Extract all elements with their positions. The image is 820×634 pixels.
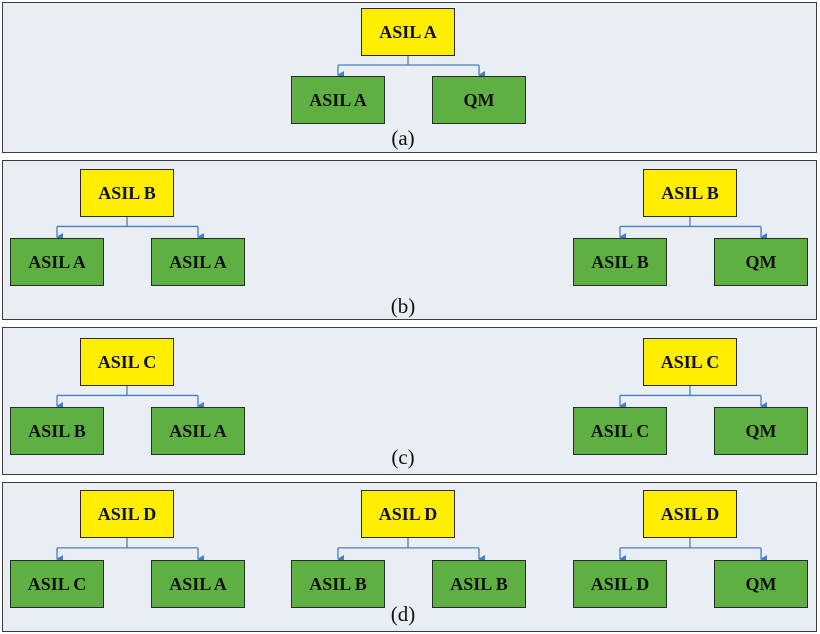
parent-box: ASIL B xyxy=(643,169,737,217)
child-box: ASIL D xyxy=(573,560,667,608)
child-box: QM xyxy=(714,238,808,286)
child-box: ASIL B xyxy=(10,407,104,455)
child-box: ASIL A xyxy=(10,238,104,286)
parent-box: ASIL D xyxy=(80,490,174,538)
child-box: ASIL A xyxy=(151,238,245,286)
child-box: ASIL B xyxy=(432,560,526,608)
parent-box: ASIL C xyxy=(80,338,174,386)
child-box: ASIL A xyxy=(151,560,245,608)
child-box: ASIL B xyxy=(291,560,385,608)
parent-box: ASIL A xyxy=(361,8,455,56)
child-box: ASIL A xyxy=(151,407,245,455)
child-box: ASIL A xyxy=(291,76,385,124)
parent-box: ASIL D xyxy=(361,490,455,538)
child-box: QM xyxy=(714,407,808,455)
caption-a: (a) xyxy=(391,126,415,150)
child-box: ASIL B xyxy=(573,238,667,286)
child-box: ASIL C xyxy=(573,407,667,455)
child-box: QM xyxy=(714,560,808,608)
parent-box: ASIL B xyxy=(80,169,174,217)
child-box: QM xyxy=(432,76,526,124)
parent-box: ASIL D xyxy=(643,490,737,538)
parent-box: ASIL C xyxy=(643,338,737,386)
caption-d: (d) xyxy=(390,602,416,626)
caption-b: (b) xyxy=(390,294,416,318)
caption-c: (c) xyxy=(391,445,415,469)
child-box: ASIL C xyxy=(10,560,104,608)
